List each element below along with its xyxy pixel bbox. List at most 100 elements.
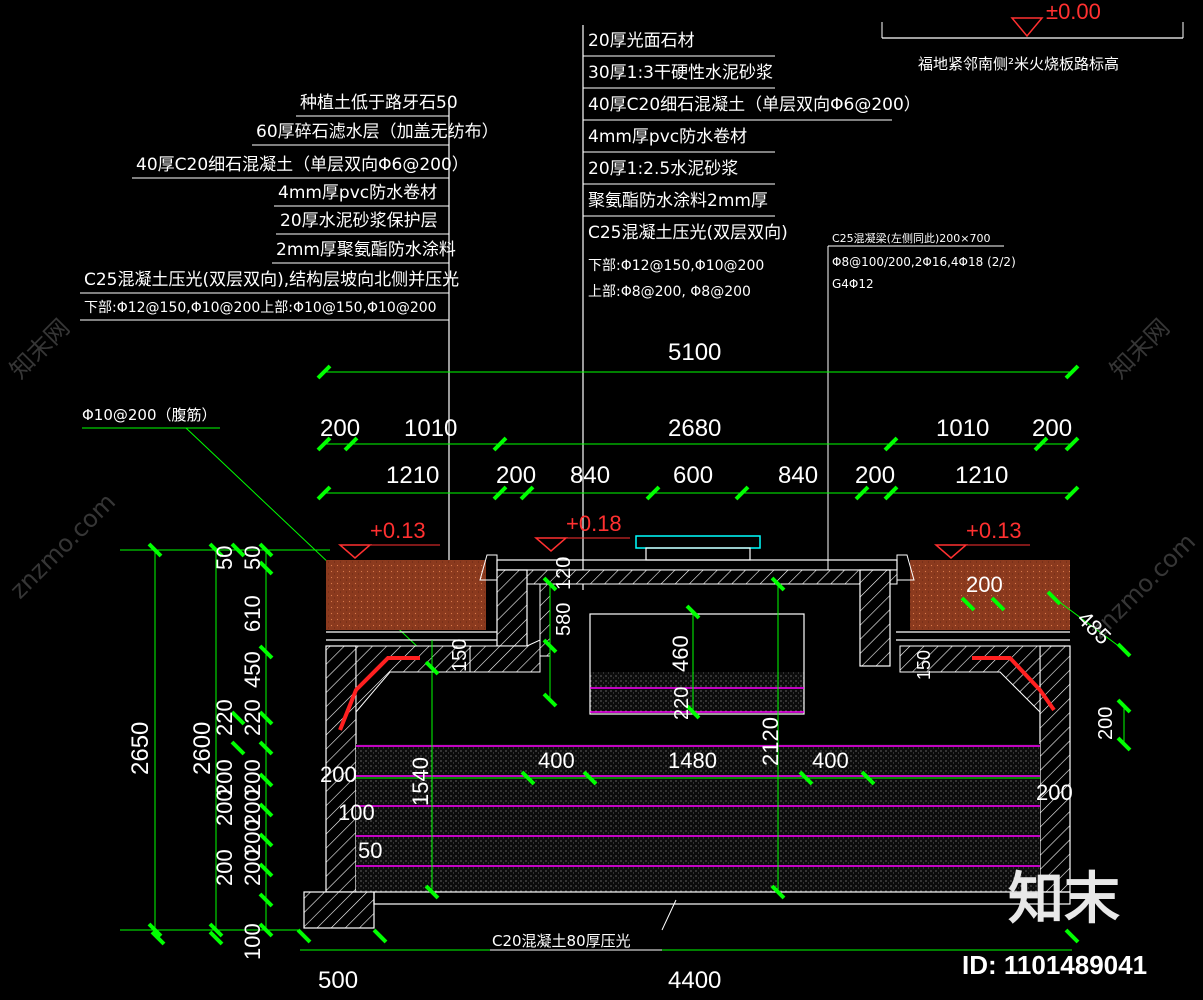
dim-row2-6: 1210 — [955, 462, 1008, 489]
dim-row1-4: 200 — [1032, 415, 1072, 442]
dim-150-right: 150 — [914, 650, 934, 680]
top-elevation-marker: ±0.00 福地紧邻南侧²米火烧板路标高 — [881, 0, 1184, 73]
watermark-text-4: znzmo.com — [1084, 528, 1201, 645]
watermark-text-1: 知末网 — [4, 314, 75, 385]
left-stack2-dim-4: 200 — [212, 849, 237, 886]
dim-row2-2: 840 — [570, 462, 610, 489]
dim-1480: 1480 — [668, 748, 717, 773]
dim-row1-0: 200 — [320, 415, 360, 442]
left-stack-dim-0: 50 — [240, 546, 265, 570]
dim-row2-0: 1210 — [386, 462, 439, 489]
dim-120: 120 — [553, 557, 575, 590]
center-layer-6: C25混凝土压光(双层双向) — [588, 223, 788, 243]
dim-left-mid: 2600 — [189, 722, 216, 775]
left-stack2-dim-3: 200 — [212, 789, 237, 826]
rebar-lines — [356, 687, 1040, 867]
left-layer-4: 20厚水泥砂浆保护层 — [280, 211, 438, 231]
dim-row1-1: 1010 — [404, 415, 457, 442]
dim-bottom-4400: 4400 — [668, 967, 721, 994]
left-stack-dim-2: 450 — [240, 651, 265, 688]
dim-200-soil: 200 — [966, 572, 1003, 597]
center-layer-0: 20厚光面石材 — [588, 31, 695, 51]
dim-150-left: 150 — [449, 639, 471, 672]
dim-1540: 1540 — [408, 757, 433, 806]
horizontal-dimensions — [323, 371, 1072, 494]
left-layer-7: 下部:Φ12@150,Φ10@200上部:Φ10@150,Φ10@200 — [84, 300, 437, 316]
center-layer-callout: 20厚光面石材 30厚1:3干硬性水泥砂浆 40厚C20细石混凝土（单层双向Φ6@2… — [582, 25, 921, 590]
top-elevation-label: ±0.00 — [1046, 0, 1101, 24]
dim-row2-1: 200 — [496, 462, 536, 489]
dim-row2-3: 600 — [673, 462, 713, 489]
bottom-note-text: C20混凝土80厚压光 — [492, 932, 631, 950]
center-layer-4: 20厚1:2.5水泥砂浆 — [588, 159, 738, 179]
dim-200-wall-left: 200 — [320, 762, 357, 787]
upper-wall-left — [496, 569, 528, 647]
dim-row1-2: 2680 — [668, 415, 721, 442]
beam-note-line-2: Φ8@100/200,2Φ16,4Φ18 (2/2) — [832, 255, 1016, 269]
left-layer-2: 40厚C20细石混凝土（单层双向Φ6@200） — [136, 155, 469, 175]
dim-460: 460 — [668, 635, 693, 672]
haunch-bar-right — [972, 656, 1056, 712]
left-layer-6: C25混凝土压光(双层双向),结构层坡向北侧并压光 — [84, 270, 459, 290]
tank-body — [303, 613, 1071, 929]
beam-note: C25混凝梁(左侧同此)200×700 Φ8@100/200,2Φ16,4Φ18… — [827, 231, 1016, 580]
left-stack-dim-6: 200 — [240, 819, 265, 856]
elevation-left: +0.13 — [370, 518, 426, 543]
left-layer-0: 种植土低于路牙石50 — [300, 93, 458, 113]
dim-ticks — [316, 364, 1080, 501]
watermark-text-3: 知末网 — [1104, 314, 1175, 385]
dim-bottom-500: 500 — [318, 967, 358, 994]
dim-row1-3: 1010 — [936, 415, 989, 442]
left-stack-dim-4: 200 — [240, 759, 265, 796]
elevation-right: +0.13 — [966, 518, 1022, 543]
left-layer-3: 4mm厚pvc防水卷材 — [278, 183, 437, 203]
center-layer-2: 40厚C20细石混凝土（单层双向Φ6@200） — [588, 95, 921, 115]
dim-200-wall-right: 200 — [1036, 780, 1073, 805]
dim-400-left: 400 — [538, 748, 575, 773]
dim-220: 220 — [671, 687, 693, 720]
left-layer-1: 60厚碎石滤水层（加盖无纺布） — [256, 122, 499, 142]
dim-overall: 5100 — [668, 339, 721, 366]
left-stack-dim-8: 100 — [240, 923, 265, 960]
dim-580: 580 — [553, 603, 575, 636]
left-stack2-dim-0: 50 — [212, 546, 237, 570]
center-layer-5: 聚氨酯防水涂料2mm厚 — [588, 191, 768, 211]
dim-row2-4: 840 — [778, 462, 818, 489]
left-layer-5: 2mm厚聚氨酯防水涂料 — [276, 240, 456, 260]
dim-50: 50 — [358, 838, 382, 863]
elevation-center: +0.18 — [566, 511, 622, 536]
left-stack-dim-7: 200 — [240, 849, 265, 886]
left-stack-dim-3: 220 — [240, 699, 265, 736]
watermark-id: ID: 1101489041 — [962, 950, 1147, 980]
left-stack-dim-5: 200 — [240, 789, 265, 826]
bottom-note: C20混凝土80厚压光 — [490, 899, 677, 951]
vertical-dimensions — [120, 549, 779, 931]
watermark-logo: 知末 — [1008, 867, 1120, 932]
left-layer-callout: 种植土低于路牙石50 60厚碎石滤水层（加盖无纺布） 40厚C20细石混凝土（单层双… — [80, 93, 499, 610]
left-stack-dim-1: 610 — [240, 595, 265, 632]
left-stack2-dim-1: 220 — [212, 699, 237, 736]
left-stack2-dim-2: 200 — [212, 759, 237, 796]
beam-note-line-3: G4Φ12 — [832, 277, 874, 291]
dim-row2-5: 200 — [855, 462, 895, 489]
center-layer-3: 4mm厚pvc防水卷材 — [588, 127, 747, 147]
drain-grate — [635, 535, 761, 549]
dim-200-right-side: 200 — [1095, 707, 1117, 740]
dim-2120: 2120 — [758, 717, 783, 766]
center-layer-1: 30厚1:3干硬性水泥砂浆 — [588, 63, 773, 83]
dim-100: 100 — [338, 800, 375, 825]
upper-wall-right — [859, 569, 891, 667]
center-layer-8: 上部:Φ8@200, Φ8@200 — [588, 284, 751, 300]
top-note: 福地紧邻南侧²米火烧板路标高 — [918, 55, 1119, 73]
left-planting-soil — [326, 560, 486, 630]
dim-400-right: 400 — [812, 748, 849, 773]
right-planting-soil — [910, 560, 1070, 630]
elevation-markers: +0.13 +0.18 +0.13 — [337, 511, 1030, 559]
center-layer-7: 下部:Φ12@150,Φ10@200 — [588, 258, 764, 274]
dim-left-outer: 2650 — [127, 722, 154, 775]
beam-note-line-1: C25混凝梁(左侧同此)200×700 — [832, 231, 990, 245]
